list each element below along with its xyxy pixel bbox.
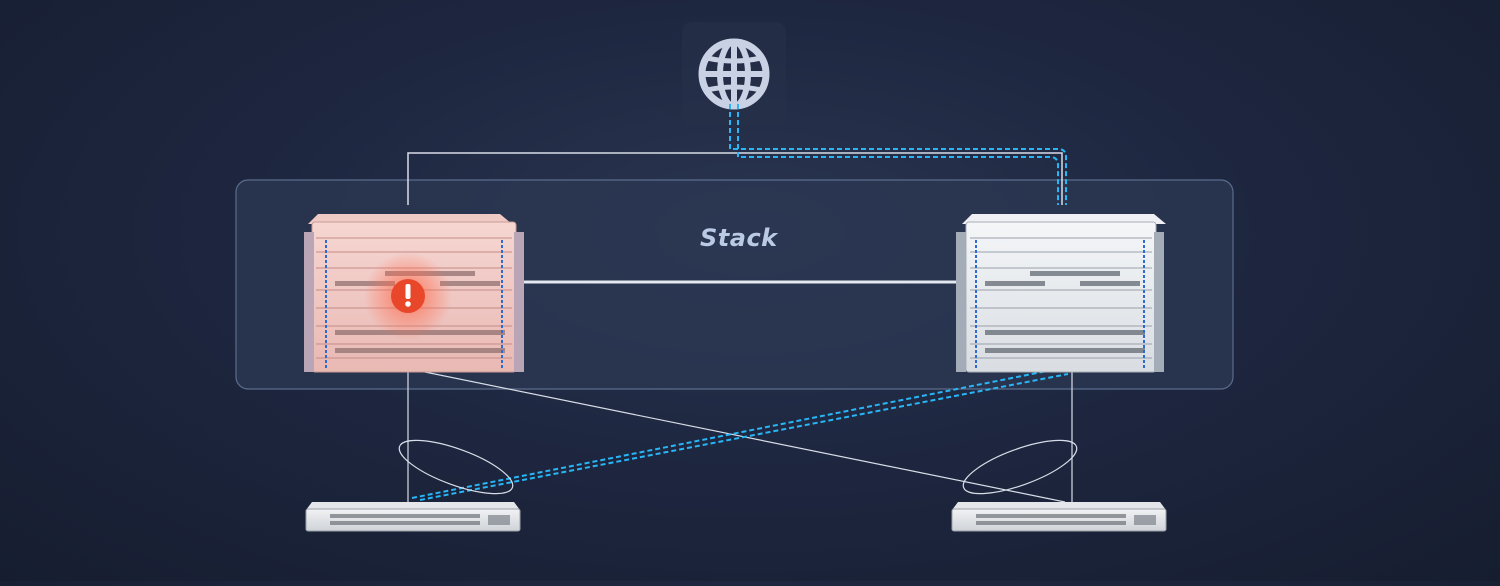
- downlink-active-2: [419, 373, 1069, 501]
- globe-icon: [698, 38, 770, 110]
- uplink-active-1: [729, 104, 1067, 205]
- access-switch-right: [951, 502, 1167, 532]
- downlink-active-1: [411, 367, 1063, 499]
- downlink-left-to-right-access: [414, 369, 1066, 503]
- stack-label: Stack: [700, 224, 778, 252]
- lag-ring-left: [398, 439, 514, 495]
- access-switch-left: [305, 502, 521, 532]
- lag-ring-right: [962, 439, 1078, 495]
- exclamation-alert-icon: [391, 279, 425, 313]
- uplink-solid-left: [407, 152, 1063, 205]
- core-switch-right: [956, 214, 1166, 373]
- uplink-active-2: [737, 104, 1059, 205]
